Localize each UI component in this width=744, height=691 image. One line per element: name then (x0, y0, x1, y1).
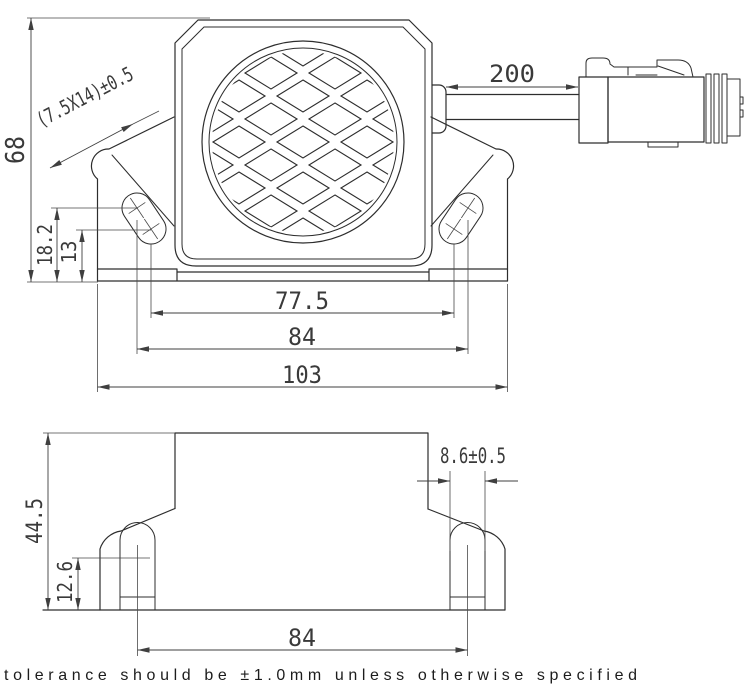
connector-latch (585, 57, 694, 78)
mounting-slot-right (438, 192, 484, 245)
connector (578, 57, 744, 148)
dim-text-13: 13 (57, 241, 81, 264)
slot-center-marks-right (445, 197, 477, 240)
extension-lines-bottom (43, 432, 486, 656)
bottom-view: 44.5 12.6 8.6±0.5 84 (23, 432, 518, 656)
dim-text-slot-size: (7.5X14)±0.5 (32, 62, 137, 132)
connector-ribs (705, 73, 728, 144)
cable-grommet (431, 84, 447, 134)
mounting-slot-left (121, 192, 167, 245)
grille-outer-circle (201, 40, 405, 244)
dim-text-84-front: 84 (288, 323, 316, 351)
connector-cap-tabs (739, 96, 744, 118)
grille-lattice (212, 51, 394, 233)
dim-line-slot-tail (132, 110, 160, 125)
tolerance-note: tolerance should be ±1.0mm unless otherw… (4, 667, 637, 684)
connector-neck (578, 76, 609, 144)
bottom-view-dimensions: 44.5 12.6 8.6±0.5 84 (23, 432, 518, 656)
dim-text-18-2: 18.2 (33, 224, 57, 266)
cable (445, 93, 580, 121)
connector-bottom-tab (647, 141, 679, 148)
mounting-bracket-left (90, 116, 175, 282)
body-inner-outline (181, 26, 426, 260)
bottom-bracket-left (99, 507, 176, 611)
bracket-rib-edge-right (430, 154, 494, 227)
extension-lines-front (27, 17, 508, 392)
grille-inner-ring (208, 47, 398, 237)
dim-line-slot-size (49, 123, 134, 169)
bracket-rib-edge-left (111, 154, 175, 227)
front-view: 68 (7.5X14)±0.5 18.2 13 77.5 84 103 200 (1, 17, 744, 392)
dim-text-77-5: 77.5 (275, 287, 329, 315)
bottom-body-outline (174, 432, 429, 510)
dim-text-44-5: 44.5 (23, 498, 48, 544)
dim-text-8-6: 8.6±0.5 (440, 444, 506, 468)
dim-text-68: 68 (1, 136, 31, 164)
dim-text-12-6: 12.6 (53, 561, 77, 603)
mounting-bracket-right (430, 116, 515, 282)
base-flange (96, 268, 509, 282)
dim-text-103: 103 (282, 361, 322, 389)
connector-cap (726, 78, 741, 137)
bottom-bracket-right (427, 508, 506, 611)
dim-text-84-bottom: 84 (288, 624, 316, 652)
body-outline (174, 19, 433, 267)
dim-text-200: 200 (489, 60, 535, 88)
connector-body (607, 76, 705, 143)
